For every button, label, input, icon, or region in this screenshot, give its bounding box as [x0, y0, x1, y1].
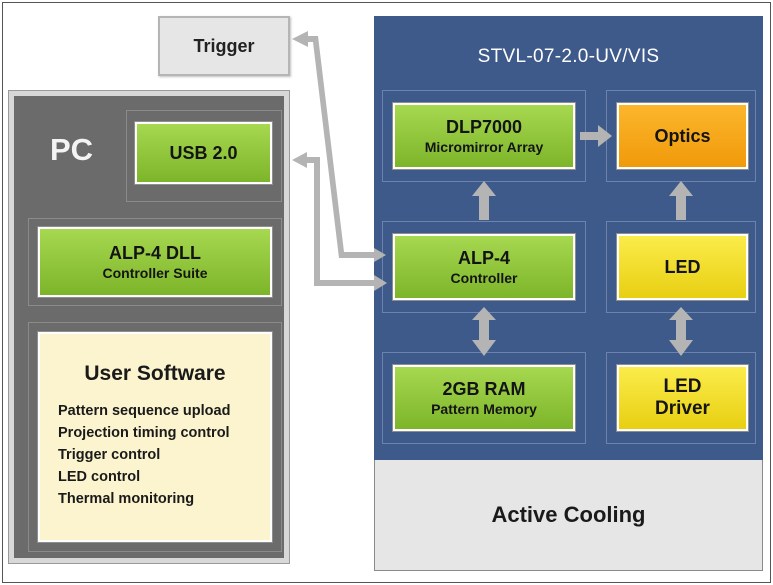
active-cooling-label: Active Cooling: [491, 502, 646, 527]
alp-dll-box: ALP-4 DLL Controller Suite: [38, 227, 272, 297]
led-label: LED: [664, 257, 701, 277]
usb-box: USB 2.0: [135, 122, 272, 184]
ram-box: 2GB RAM Pattern Memory: [393, 365, 575, 431]
stvl-title: STVL-07-2.0-UV/VIS: [477, 46, 660, 67]
user-software-item: Trigger control: [58, 447, 161, 463]
alp-dll-subtitle: Controller Suite: [102, 265, 208, 281]
led-driver-line2: Driver: [655, 398, 710, 419]
alp4-subtitle: Controller: [450, 270, 518, 286]
led-driver-box: LED Driver: [617, 365, 748, 431]
usb-alp-connector-arrow: [292, 152, 387, 291]
led-driver-line1: LED: [663, 376, 702, 397]
led-box: LED: [617, 234, 748, 300]
trigger-label: Trigger: [193, 35, 255, 56]
led-driver-arrow: [669, 307, 693, 356]
optics-label: Optics: [654, 126, 711, 146]
user-software-item: Pattern sequence upload: [58, 403, 231, 419]
usb-label: USB 2.0: [169, 143, 238, 163]
pc-user-cell: [28, 322, 282, 552]
alp4-controller-box: ALP-4 Controller: [393, 234, 575, 300]
dlp7000-title: DLP7000: [445, 117, 523, 137]
alp-ram-arrow: [472, 307, 496, 356]
user-software-item: Projection timing control: [58, 425, 230, 441]
user-software-list: Pattern sequence upload Projection timin…: [58, 400, 230, 510]
ram-title: 2GB RAM: [442, 379, 526, 399]
alp4-title: ALP-4: [457, 248, 510, 268]
ram-subtitle: Pattern Memory: [431, 401, 537, 417]
user-software-box: User Software Pattern sequence upload Pr…: [38, 332, 272, 542]
alp-dlp-arrow: [472, 181, 496, 220]
dlp-optics-arrow: [580, 125, 612, 147]
pc-label: PC: [50, 132, 94, 167]
led-optics-arrow: [669, 181, 693, 220]
trigger-alp-connector-arrow: [292, 31, 386, 262]
pc-dll-cell: [28, 218, 282, 306]
alp-dll-title: ALP-4 DLL: [109, 243, 201, 263]
user-software-item: LED control: [58, 469, 141, 485]
optics-box: Optics: [617, 103, 748, 169]
pc-usb-cell: [126, 110, 282, 202]
dlp7000-box: DLP7000 Micromirror Array: [393, 103, 575, 169]
dlp7000-subtitle: Micromirror Array: [424, 139, 544, 155]
user-software-item: Thermal monitoring: [58, 491, 195, 507]
user-software-title: User Software: [84, 362, 226, 385]
trigger-box: Trigger: [158, 16, 290, 76]
